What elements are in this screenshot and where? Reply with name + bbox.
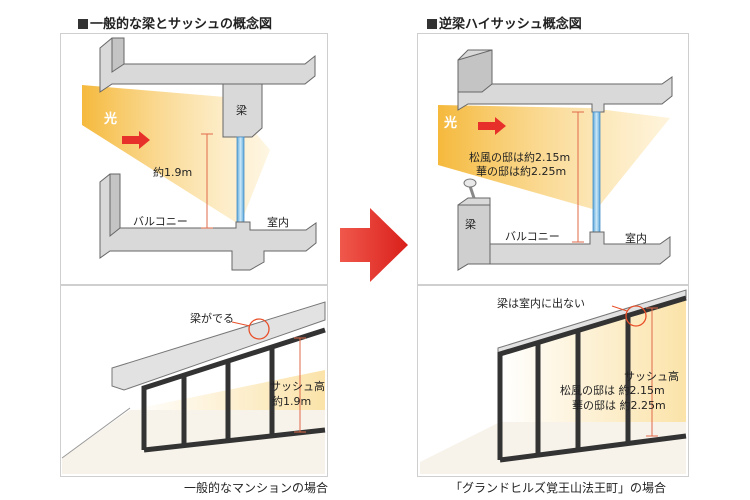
right-balcony-label: バルコニー	[505, 230, 560, 243]
lamp-icon	[463, 178, 477, 199]
left-sash-height-label: サッシュ高	[270, 380, 325, 393]
right-sash-frame	[497, 295, 687, 463]
left-beam-label: 梁	[236, 104, 247, 117]
left-light-arrow-icon	[122, 131, 150, 149]
left-light-label: 光	[104, 112, 118, 127]
left-upper-slab	[99, 37, 316, 93]
right-beam-label: 梁	[465, 218, 476, 231]
right-height-line-2: 華の邸は約2.25m	[476, 165, 567, 178]
right-light-label: 光	[444, 116, 458, 131]
left-sash-frame	[141, 327, 326, 453]
transition-arrow-icon	[340, 208, 408, 282]
left-sash-value-label: 約1.9m	[272, 395, 312, 408]
left-caption: 一般的なマンションの場合	[184, 481, 329, 495]
square-bullet-icon	[427, 19, 437, 29]
right-indoor-label: 室内	[625, 232, 647, 245]
right-beam-highlight-circle	[625, 305, 647, 327]
right-sash-height-label: サッシュ高	[624, 370, 679, 383]
right-caption: 「グランドヒルズ覚王山法王町」の場合	[450, 481, 667, 495]
left-beam-block	[222, 83, 263, 138]
left-lower-slab	[99, 173, 317, 271]
left-glass-sash	[236, 136, 245, 228]
right-height-line-1: 松風の邸は約2.15m	[469, 151, 571, 164]
left-beam-highlight-circle	[248, 318, 270, 340]
right-light-arrow-icon	[478, 117, 506, 135]
square-bullet-icon	[78, 19, 88, 29]
right-diagram-title: 逆梁ハイサッシュ概念図	[427, 13, 582, 32]
right-sash-line-1: 松風の邸は 約2.15m	[560, 384, 665, 397]
left-diagram-title: 一般的な梁とサッシュの概念図	[78, 13, 272, 32]
right-beam-hidden-label: 梁は室内に出ない	[497, 297, 585, 310]
right-sash-line-2: 華の邸は 約2.25m	[572, 399, 666, 412]
right-room-perspective	[420, 289, 687, 474]
left-section-diagram	[82, 37, 317, 271]
right-glass-sash	[592, 111, 601, 233]
right-section-diagram	[438, 49, 673, 271]
right-upturned-beam	[457, 204, 491, 271]
left-balcony-label: バルコニー	[133, 215, 188, 228]
left-height-label: 約1.9m	[153, 166, 193, 179]
left-room-perspective	[61, 301, 326, 474]
left-beam-shows-label: 梁がでる	[190, 312, 234, 325]
left-indoor-label: 室内	[267, 216, 289, 229]
